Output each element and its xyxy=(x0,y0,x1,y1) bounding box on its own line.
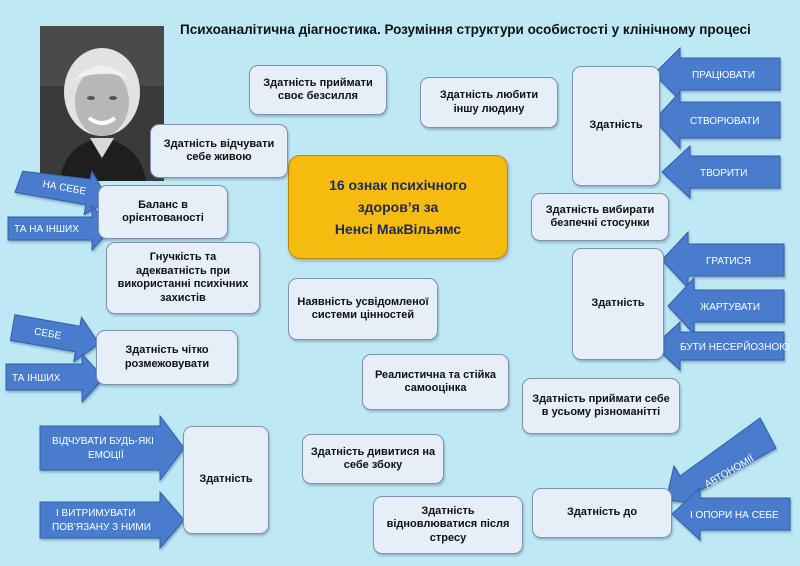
arrow-work xyxy=(653,46,781,102)
box-recover: Здатність відновлюватися після стресу xyxy=(373,496,523,554)
arrow-endure xyxy=(39,490,185,550)
label-endure-1: І ВИТРИМУВАТИ xyxy=(56,508,136,519)
arrow-and-others xyxy=(5,352,105,404)
arrow-play xyxy=(661,230,785,290)
center-box: 16 ознак психічного здоров’я за Ненсі Ма… xyxy=(288,155,508,259)
label-work: ПРАЦЮВАТИ xyxy=(692,70,755,81)
arrow-support xyxy=(671,486,791,542)
box-powerless: Здатність приймати своє безсилля xyxy=(249,65,387,115)
label-make: ТВОРИТИ xyxy=(700,168,747,179)
arrow-frivolous xyxy=(653,320,785,372)
arrow-on-others xyxy=(7,204,113,252)
label-support: І ОПОРИ НА СЕБЕ xyxy=(690,510,779,521)
label-feel-any-1: ВІДЧУВАТИ БУДЬ-ЯКІ xyxy=(52,436,154,447)
box-look-aside: Здатність дивитися на себе збоку xyxy=(302,434,444,484)
center-line-3: Ненсі МакВільямс xyxy=(334,221,462,237)
label-frivolous: БУТИ НЕСЕРЙОЗНОЮ xyxy=(680,340,789,353)
box-ability-to: Здатність до xyxy=(532,488,672,538)
page-title: Психоаналітична діагностика. Розуміння с… xyxy=(180,22,751,37)
label-on-others: ТА НА ІНШИХ xyxy=(14,224,79,235)
box-accept-self: Здатність приймати себе в усьому різнома… xyxy=(522,378,680,434)
label-endure-2: ПОВ’ЯЗАНУ З НИМИ xyxy=(52,522,151,533)
center-line-1: 16 ознак психічного xyxy=(329,177,467,193)
box-ability-feel: Здатність xyxy=(183,426,269,534)
label-joke: ЖАРТУВАТИ xyxy=(700,302,760,313)
portrait-photo xyxy=(40,26,164,181)
arrow-feel-any xyxy=(39,414,185,482)
box-love: Здатність любити іншу людину xyxy=(420,77,558,128)
arrow-autonomy xyxy=(665,417,777,505)
box-safe-relations: Здатність вибирати безпечні стосунки xyxy=(531,193,669,241)
box-flexibility: Гнучкість та адекватність при використан… xyxy=(106,242,260,314)
arrow-joke xyxy=(667,276,785,336)
label-self: СЕБЕ xyxy=(33,326,62,342)
box-ability-play: Здатність xyxy=(572,248,664,360)
label-create: СТВОРЮВАТИ xyxy=(690,116,759,127)
box-boundaries: Здатність чітко розмежовувати xyxy=(96,330,238,385)
box-values: Наявність усвідомленої системи цінностей xyxy=(288,278,438,340)
arrow-self xyxy=(9,314,100,363)
label-and-others: ТА ІНШИХ xyxy=(12,373,61,384)
center-line-2: здоров’я за xyxy=(357,199,439,215)
label-play: ГРАТИСЯ xyxy=(706,256,751,267)
arrow-make xyxy=(661,144,781,200)
box-self-esteem: Реалистична та стійка самооцінка xyxy=(362,354,509,410)
arrow-create xyxy=(653,90,781,150)
label-feel-any-2: ЕМОЦІЇ xyxy=(88,449,124,461)
arrow-on-self xyxy=(14,169,110,216)
box-balance: Баланс в орієнтованості xyxy=(98,185,228,239)
box-ability-work: Здатність xyxy=(572,66,660,186)
box-feel-alive: Здатність відчувати себе живою xyxy=(150,124,288,178)
